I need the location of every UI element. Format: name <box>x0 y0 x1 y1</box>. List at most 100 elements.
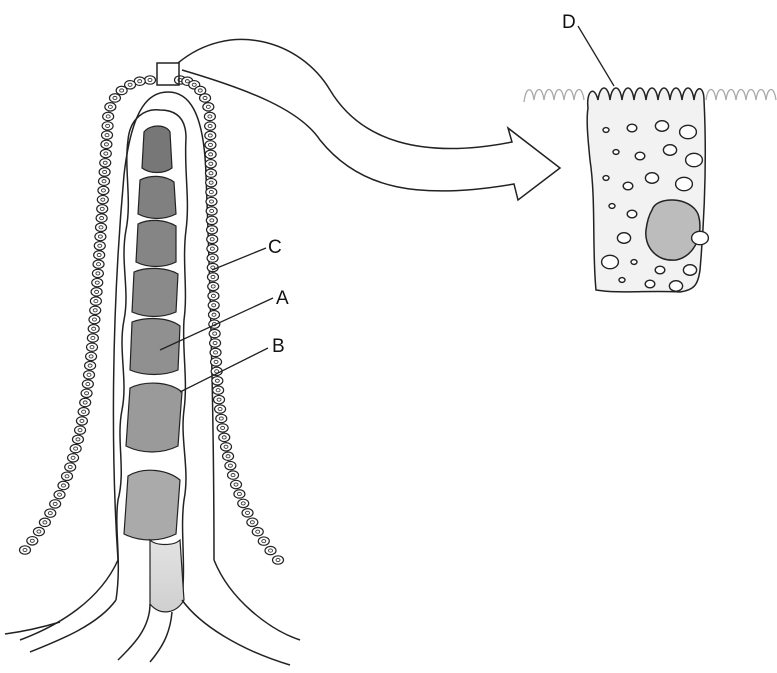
nucleus <box>646 200 700 260</box>
microvilli-faint-right <box>706 90 776 101</box>
compartment-6 <box>126 383 182 452</box>
epithelial-cell <box>205 160 216 168</box>
vesicle <box>663 145 676 156</box>
epithelial-cell <box>247 518 258 526</box>
epithelial-cell <box>45 509 56 517</box>
microvilli-faint-left <box>524 90 584 103</box>
vesicle <box>609 204 615 209</box>
epithelial-cell <box>210 348 221 356</box>
vesicle <box>631 260 637 265</box>
vesicle <box>645 173 658 184</box>
epithelial-cell <box>78 408 89 416</box>
epithelial-cell <box>82 380 93 388</box>
vesicle <box>676 177 693 190</box>
epithelial-cell <box>27 537 38 545</box>
vesicle <box>669 281 682 292</box>
leader-b <box>180 348 268 392</box>
epithelial-cell <box>211 358 222 366</box>
epithelial-cell <box>252 527 263 535</box>
epithelial-cell <box>102 131 113 139</box>
epithelial-cell <box>87 334 98 342</box>
epithelial-cell <box>238 499 249 507</box>
epithelial-cell <box>50 500 61 508</box>
vesicle <box>645 280 655 288</box>
epithelial-cell <box>72 435 83 443</box>
epithelial-cell <box>221 443 232 451</box>
blood-vessel-compartments <box>124 126 182 540</box>
epithelial-cell <box>219 433 230 441</box>
vesicle <box>627 210 637 218</box>
epithelial-cell <box>214 395 225 403</box>
label-leaders <box>160 26 614 392</box>
epithelial-cell <box>223 452 234 460</box>
epithelial-cell <box>208 282 219 290</box>
epithelial-cell <box>89 315 100 323</box>
vesicle <box>683 265 696 276</box>
epithelial-cell <box>95 232 106 240</box>
vesicle <box>635 152 645 160</box>
epithelial-cell <box>90 297 101 305</box>
compartment-2 <box>138 176 176 218</box>
epithelial-cell <box>90 306 101 314</box>
epithelial-cell-magnified <box>524 88 776 292</box>
epithelial-cell <box>205 122 216 130</box>
epithelial-cell <box>217 424 228 432</box>
epithelial-cell <box>209 329 220 337</box>
vesicle <box>655 266 665 274</box>
epithelial-cell <box>81 389 92 397</box>
epithelial-cell <box>92 278 103 286</box>
vesicle <box>603 128 609 133</box>
epithelial-cell <box>103 112 114 120</box>
compartment-4 <box>132 268 178 316</box>
epithelial-cell <box>80 398 91 406</box>
epithelial-cell <box>208 311 219 319</box>
epithelial-cell <box>205 141 216 149</box>
label-d: D <box>562 12 576 33</box>
epithelial-cell <box>206 207 217 215</box>
epithelial-cell <box>97 205 108 213</box>
vesicle <box>619 278 625 283</box>
epithelial-cell <box>20 546 31 554</box>
leader-d <box>578 26 614 86</box>
vesicle <box>692 231 709 244</box>
epithelial-cell <box>207 273 218 281</box>
epithelial-cell <box>206 197 217 205</box>
epithelial-cell <box>62 472 73 480</box>
vesicle <box>602 255 619 268</box>
epithelial-cell <box>273 556 284 564</box>
vesicle <box>686 153 703 166</box>
compartment-5 <box>130 319 180 375</box>
epithelial-cell <box>98 186 109 194</box>
epithelial-cell <box>99 168 110 176</box>
epithelial-cell <box>206 178 217 186</box>
epithelial-cell <box>225 461 236 469</box>
epithelial-cell <box>76 417 87 425</box>
epithelial-cell <box>70 444 81 452</box>
compartment-7 <box>124 470 180 540</box>
label-c: C <box>268 237 282 258</box>
epithelial-cell <box>207 244 218 252</box>
compartment-1 <box>142 126 172 173</box>
epithelial-cell <box>206 188 217 196</box>
label-b: B <box>272 336 285 357</box>
epithelial-cell <box>208 301 219 309</box>
epithelial-cell <box>91 288 102 296</box>
vesicle <box>680 125 697 138</box>
epithelial-cell <box>116 86 127 94</box>
epithelial-cell <box>54 490 65 498</box>
epithelial-cell <box>88 325 99 333</box>
epithelium-right <box>175 76 284 564</box>
epithelial-cell <box>58 481 69 489</box>
epithelial-cell <box>215 405 226 413</box>
vesicle <box>627 124 637 132</box>
epithelial-cell <box>96 214 107 222</box>
epithelial-cell <box>212 377 223 385</box>
vesicle <box>655 121 668 132</box>
villus <box>5 76 300 665</box>
epithelial-cell <box>65 463 76 471</box>
epithelial-cell <box>93 260 104 268</box>
epithelial-cell <box>94 242 105 250</box>
epithelial-cell <box>87 343 98 351</box>
epithelial-cell <box>86 352 97 360</box>
